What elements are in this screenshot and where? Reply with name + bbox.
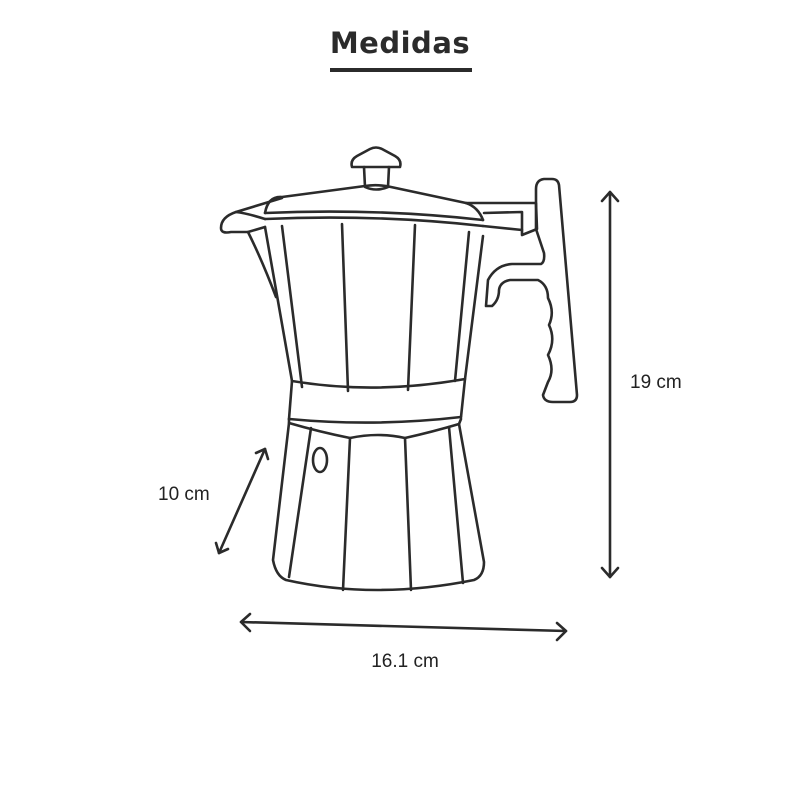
base-height-arrow — [214, 447, 270, 555]
handle-bracket — [464, 201, 539, 237]
lower-chamber — [271, 417, 486, 592]
height-arrow — [600, 190, 620, 579]
lid — [263, 183, 485, 228]
middle-collar — [287, 377, 467, 424]
page-title: Medidas — [329, 26, 471, 60]
base-height-dimension-label: 10 cm — [158, 484, 210, 505]
spout — [219, 196, 284, 299]
width-dimension-label: 16.1 cm — [371, 651, 439, 672]
width-arrow — [239, 612, 568, 642]
height-dimension-label: 19 cm — [630, 372, 682, 393]
title-underline — [330, 68, 472, 72]
safety-valve — [311, 446, 329, 474]
upper-chamber — [263, 222, 485, 393]
lid-knob — [350, 146, 402, 191]
handle — [484, 177, 579, 404]
